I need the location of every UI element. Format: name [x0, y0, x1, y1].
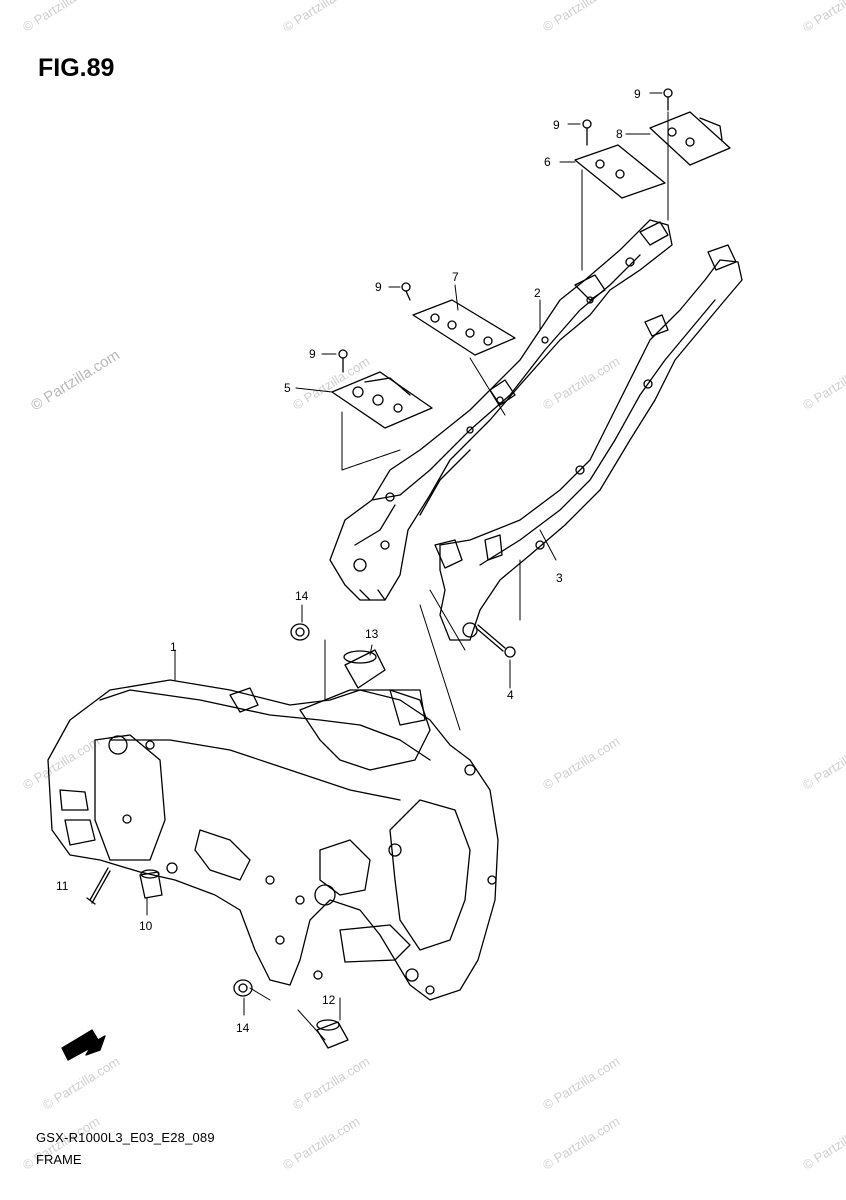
callout-13: 13 — [365, 627, 379, 641]
callout-9: 9 — [309, 347, 316, 361]
callout-9: 9 — [553, 118, 560, 132]
seat-rail-upper — [329, 219, 673, 601]
bracket-6 — [574, 144, 666, 199]
callout-8: 8 — [616, 127, 623, 141]
bolt-9 — [338, 88, 673, 373]
callout-9: 9 — [375, 280, 382, 294]
figure-name: FRAME — [36, 1152, 82, 1167]
bracket-5 — [331, 371, 433, 429]
callout-1: 1 — [170, 640, 177, 654]
callout-6: 6 — [544, 155, 551, 169]
callout-4: 4 — [507, 688, 514, 702]
collar-10 — [139, 869, 163, 899]
forward-arrow-icon — [61, 1029, 106, 1061]
spacer-13 — [343, 649, 386, 689]
callout-14: 14 — [295, 589, 309, 603]
spacer-12 — [316, 1019, 349, 1049]
callout-2: 2 — [534, 286, 541, 300]
callout-14: 14 — [236, 1021, 250, 1035]
bracket-7 — [412, 299, 516, 356]
figure-title: FIG.89 — [38, 54, 115, 82]
bolt-4 — [475, 624, 516, 658]
seat-rail-right — [434, 244, 743, 641]
callout-3: 3 — [556, 571, 563, 585]
bolt-11 — [86, 867, 111, 905]
callout-11: 11 — [56, 879, 69, 893]
bushing-14 — [233, 623, 310, 997]
figure-code: GSX-R1000L3_E03_E28_089 — [36, 1130, 215, 1145]
callout-12: 12 — [322, 993, 336, 1007]
callout-9: 9 — [634, 87, 641, 101]
callout-7: 7 — [452, 270, 459, 284]
callout-10: 10 — [139, 919, 153, 933]
callout-5: 5 — [284, 381, 291, 395]
bracket-8 — [649, 111, 731, 166]
main-frame — [47, 679, 499, 1001]
leader-lines — [146, 92, 669, 1041]
